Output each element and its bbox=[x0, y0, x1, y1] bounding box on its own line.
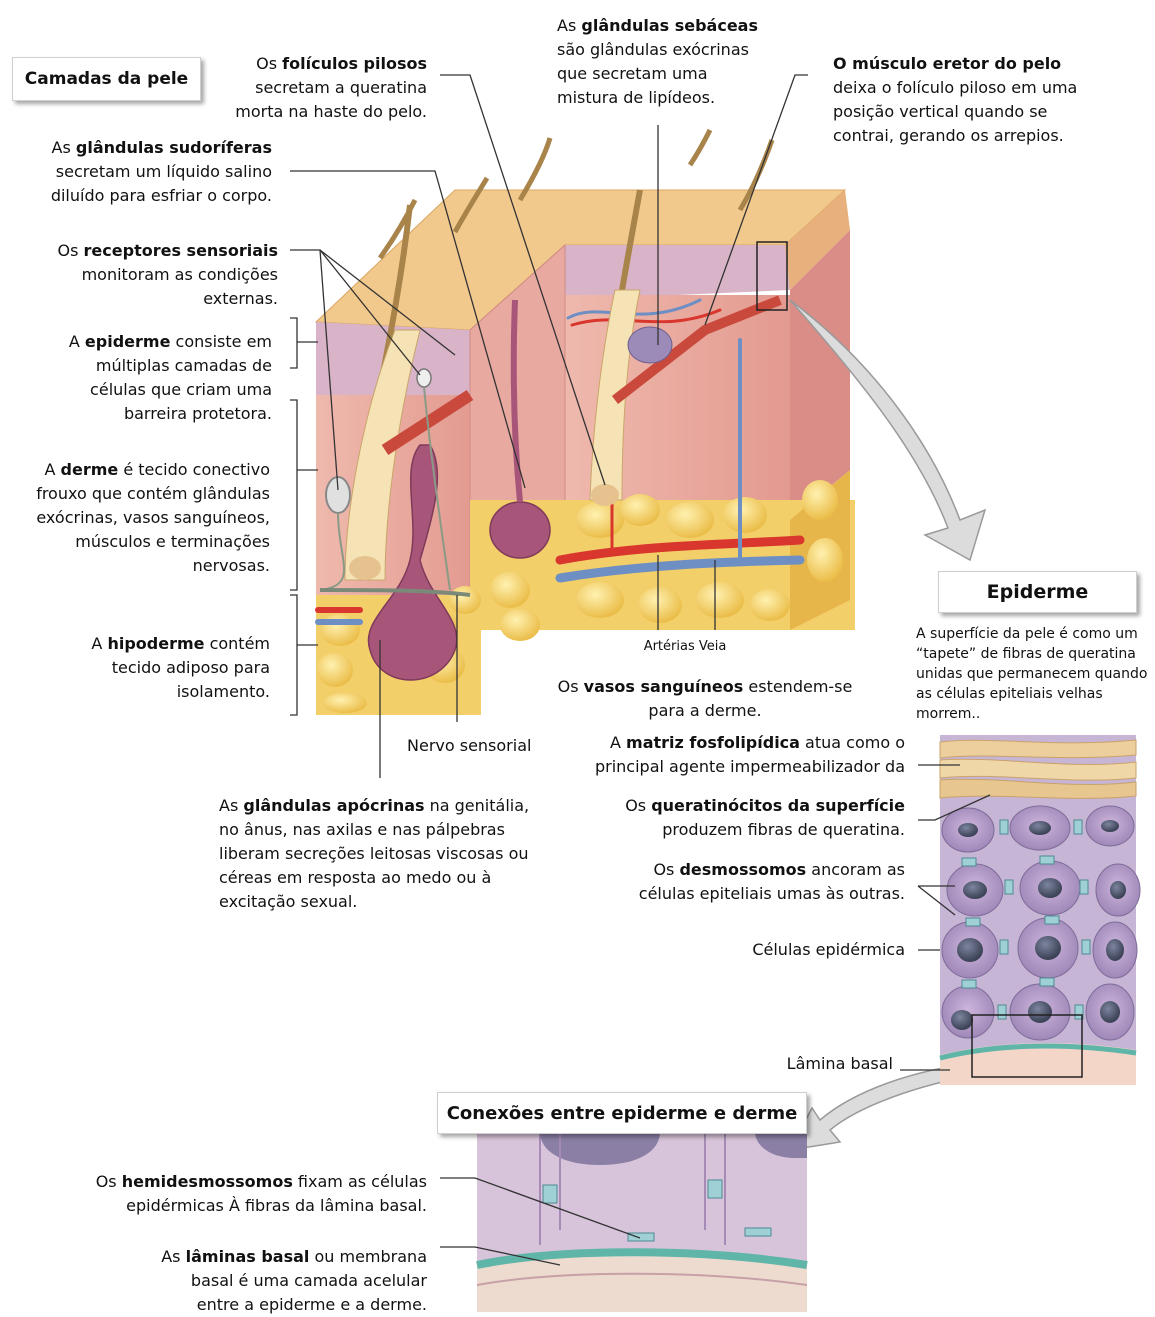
label-desmosomes: Os desmossomos ancoram as células epitel… bbox=[615, 858, 905, 906]
label-basal-lamina: Lâmina basal bbox=[740, 1052, 893, 1076]
label-arteries-vein: Artérias Veia bbox=[620, 635, 750, 659]
connections-title: Conexões entre epiderme e derme bbox=[447, 1103, 798, 1124]
label-dermis: A derme é tecido conectivo frouxo que co… bbox=[20, 458, 270, 578]
main-title-box: Camadas da pele bbox=[12, 57, 201, 101]
label-basal-laminae: As lâminas basal ou membrana basal é uma… bbox=[150, 1245, 427, 1317]
label-sensory-nerve: Nervo sensorial bbox=[407, 734, 557, 758]
label-hypodermis: A hipoderme contém tecido adiposo para i… bbox=[80, 632, 270, 704]
epidermis-inset bbox=[940, 735, 1140, 1085]
label-epidermal-cells: Células epidérmica bbox=[700, 938, 905, 962]
label-arrector-pili: O músculo eretor do pelo deixa o folícul… bbox=[833, 52, 1083, 148]
label-hair-follicles: Os folículos pilosos secretam a queratin… bbox=[215, 52, 427, 124]
connections-title-box: Conexões entre epiderme e derme bbox=[437, 1092, 807, 1134]
label-keratinocytes: Os queratinócitos da superfície produzem… bbox=[600, 794, 905, 842]
epidermis-title-box: Epiderme bbox=[938, 571, 1137, 613]
label-apocrine-glands: As glândulas apócrinas na genitália, no … bbox=[219, 794, 537, 914]
epidermis-title: Epiderme bbox=[987, 581, 1089, 603]
label-blood-vessels: Os vasos sanguíneos estendem-se para a d… bbox=[550, 675, 860, 723]
label-phospholipid-matrix: A matriz fosfolipídica atua como o princ… bbox=[570, 731, 905, 779]
sebaceous-gland bbox=[628, 327, 672, 363]
label-sweat-glands: As glândulas sudoríferas secretam um líq… bbox=[30, 136, 272, 208]
label-sebaceous-glands: As glândulas sebáceas são glândulas exóc… bbox=[557, 14, 772, 110]
label-epidermis: A epiderme consiste em múltiplas camadas… bbox=[58, 330, 272, 426]
label-sensory-receptors: Os receptores sensoriais monitoram as co… bbox=[48, 239, 278, 311]
connections-inset bbox=[477, 1132, 807, 1312]
label-hemidesmosomes: Os hemidesmossomos fixam as células epid… bbox=[95, 1170, 427, 1218]
label-skin-surface: A superfície da pele é como um “tapete” … bbox=[916, 624, 1154, 724]
main-title: Camadas da pele bbox=[25, 69, 188, 89]
